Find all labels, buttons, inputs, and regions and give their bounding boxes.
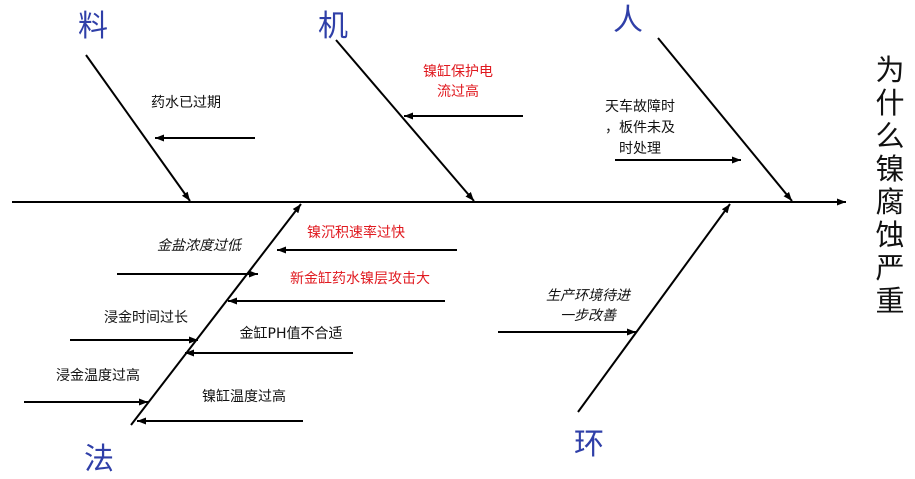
cause-immersion-temp: 浸金温度过高 [56,367,140,384]
category-label-material: 料 [78,9,108,44]
effect-char: 什 [875,86,904,120]
cause-new-gold-tank: 新金缸药水镍层攻击大 [290,270,430,287]
bone-machine [335,39,475,202]
cause-deposit-rate-line: 镍沉积速率过快 [307,224,405,241]
cause-immersion-time-line: 浸金时间过长 [104,310,188,326]
cause-gold-ph-line: 金缸PH值不合适 [240,325,343,342]
cause-deposit-rate: 镍沉积速率过快 [307,224,405,241]
category-label-people: 人 [613,3,643,38]
cause-environment-line: 生产环境待进 [546,288,632,304]
cause-gold-salt: 金盐浓度过低 [157,238,243,254]
effect-char: 为 [875,53,904,87]
cause-crane-fault-line: ，板件未及 [605,120,675,136]
cause-nickel-current-line: 镍缸保护电 [423,63,493,80]
effect-char: 严 [875,251,904,285]
cause-crane-fault-line: 时处理 [619,141,661,157]
bone-people [657,37,793,202]
cause-nickel-temp-line: 镍缸温度过高 [202,388,286,405]
effect-char: 重 [875,284,904,318]
cause-nickel-current: 镍缸保护电流过高 [423,63,493,100]
cause-immersion-temp-line: 浸金温度过高 [56,367,140,384]
cause-crane-fault: 天车故障时 ，板件未及时处理 [605,98,675,157]
cause-gold-salt-line: 金盐浓度过低 [157,238,243,254]
cause-nickel-current-line: 流过高 [437,83,479,100]
bone-environment [577,203,731,413]
category-label-machine: 机 [318,9,348,44]
cause-immersion-time: 浸金时间过长 [104,310,188,326]
cause-expired: 药水已过期 [151,95,221,111]
cause-environment: 生产环境待进一步改善 [546,288,632,324]
cause-expired-line: 药水已过期 [151,95,221,111]
category-label-method: 法 [84,442,114,477]
effect-char: 腐 [875,185,904,219]
effect-char: 蚀 [875,218,904,252]
bone-material [85,54,191,202]
category-label-environment: 环 [574,427,604,462]
bone-method [130,203,302,426]
cause-nickel-temp: 镍缸温度过高 [202,388,286,405]
cause-environment-line: 一步改善 [560,308,618,324]
effect-char: 镍 [875,152,904,186]
cause-new-gold-tank-line: 新金缸药水镍层攻击大 [290,270,430,287]
cause-gold-ph: 金缸PH值不合适 [240,325,343,342]
cause-crane-fault-line: 天车故障时 [605,98,675,115]
effect-char: 么 [875,119,904,153]
